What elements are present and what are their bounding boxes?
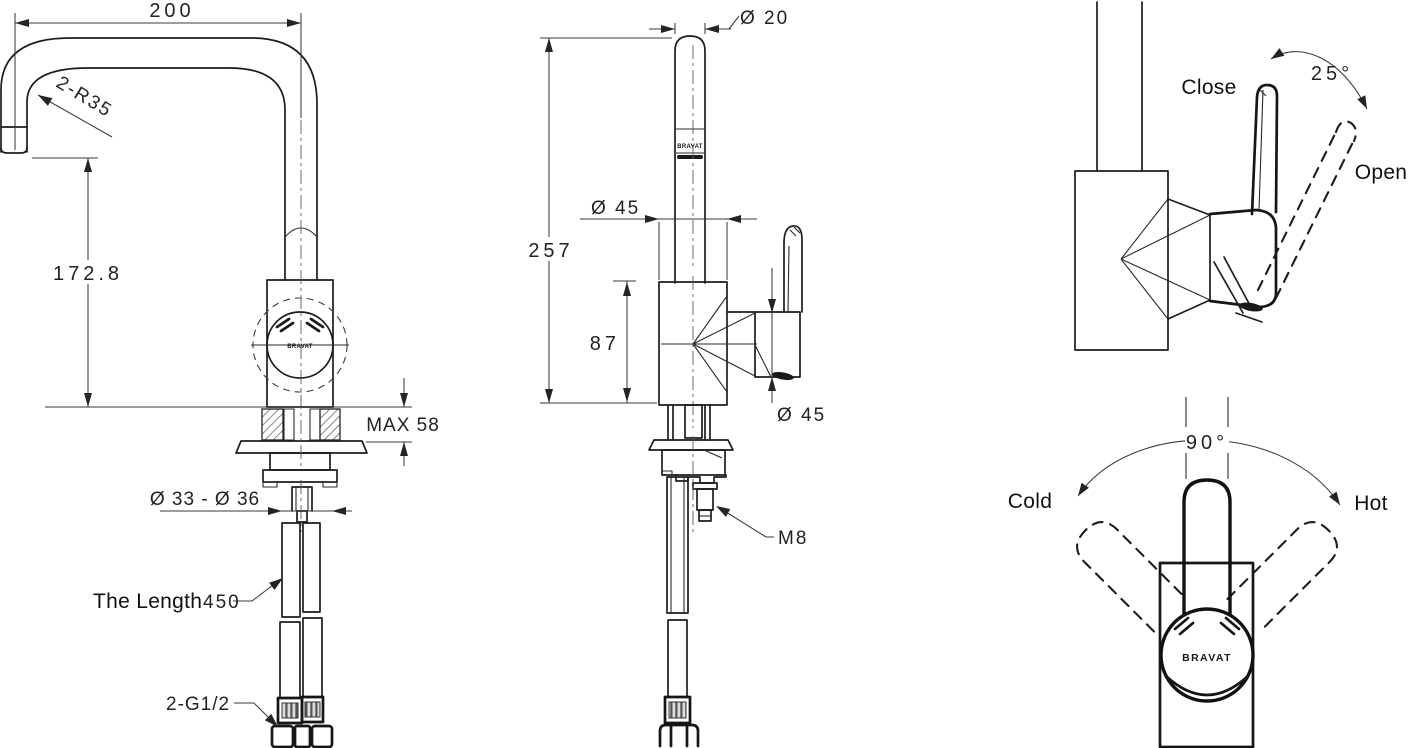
brand-logo-side: BRAVAT	[677, 144, 702, 150]
dim-open-angle: 25°	[1270, 48, 1368, 110]
handle-open-dashed	[1256, 120, 1357, 300]
hose-crimp-right	[300, 695, 325, 724]
svg-text:2-G1/2: 2-G1/2	[166, 694, 230, 715]
mounting-hardware	[235, 120, 368, 532]
hose-nuts	[270, 724, 334, 748]
handle-hub-rear	[1208, 208, 1278, 309]
valve-body	[658, 225, 803, 428]
label-cold: Cold	[1008, 490, 1052, 513]
spout-pipe: BRAVAT	[674, 35, 706, 284]
hot-cold-swivel-view: 90° Cold Hot BRAVAT	[1008, 397, 1388, 748]
brand-logo-top: BRAVAT	[1182, 652, 1232, 664]
dim-max-deck-thickness: MAX 58	[45, 378, 440, 466]
grip-tick-left	[275, 317, 295, 333]
label-hot: Hot	[1354, 492, 1388, 515]
supply-hoses	[270, 522, 334, 748]
m8-callout: M8	[716, 506, 808, 549]
dim-spout-reach: 200	[14, 0, 302, 150]
hose-length-callout: The Length 450	[93, 578, 283, 613]
handle-dashed-hot	[1226, 521, 1338, 633]
svg-text:25°: 25°	[1311, 63, 1353, 85]
svg-text:90°: 90°	[1186, 432, 1228, 454]
svg-text:172.8: 172.8	[53, 263, 123, 285]
grip-ticks-top	[1173, 616, 1241, 636]
side-view: BRAVAT Ø 20 257 Ø 45	[526, 8, 826, 748]
svg-text:2-R35: 2-R35	[52, 72, 116, 122]
dim-body-height: 87	[540, 280, 657, 404]
svg-text:Ø 45: Ø 45	[591, 198, 640, 219]
handle-center	[1182, 478, 1232, 650]
dim-outlet-height: 172.8	[32, 157, 126, 407]
dim-bend-radius: 2-R35	[37, 72, 116, 138]
brand-logo-front: BRAVAT	[287, 344, 312, 350]
label-open: Open	[1355, 161, 1408, 184]
faucet-body: BRAVAT	[251, 279, 349, 408]
spout-pipe-rear	[1096, 1, 1143, 172]
svg-text:MAX 58: MAX 58	[366, 415, 440, 436]
side-mounting-hardware	[648, 404, 734, 534]
dim-total-height: 257	[526, 37, 672, 403]
side-hose	[658, 476, 700, 748]
svg-text:450: 450	[203, 592, 241, 613]
svg-text:Ø 45: Ø 45	[777, 405, 826, 426]
svg-text:257: 257	[528, 240, 573, 262]
spout-outline	[0, 37, 318, 281]
handle-open-close-view: 25° Close Open	[1074, 1, 1408, 351]
svg-text:The Length: The Length	[93, 590, 202, 613]
handle-closed	[1213, 83, 1279, 323]
m8-stud	[692, 482, 718, 522]
front-view: BRAVAT	[0, 0, 440, 748]
dim-spout-diameter: Ø 20	[649, 8, 789, 34]
cap-shadow-arc	[1164, 674, 1250, 697]
dim-handle-hub-diameter: Ø 45	[768, 268, 826, 426]
label-close: Close	[1181, 76, 1236, 99]
dim-mounting-hole: Ø 33 - Ø 36	[150, 489, 352, 515]
svg-text:Ø 20: Ø 20	[740, 8, 789, 29]
svg-text:200: 200	[149, 0, 194, 22]
handle-lever-side	[783, 225, 803, 313]
dim-swivel-angle: 90°	[1077, 427, 1341, 506]
grip-tick-right	[305, 317, 325, 333]
hose-thread-callout: 2-G1/2	[166, 694, 278, 727]
svg-text:Ø 33 - Ø 36: Ø 33 - Ø 36	[150, 489, 260, 510]
handle-dashed-cold	[1076, 521, 1188, 633]
body-rear	[1074, 170, 1169, 351]
svg-text:87: 87	[590, 333, 620, 355]
dim-body-diameter: Ø 45	[580, 198, 757, 280]
counter-clamp	[261, 408, 341, 441]
svg-text:M8: M8	[778, 528, 808, 549]
